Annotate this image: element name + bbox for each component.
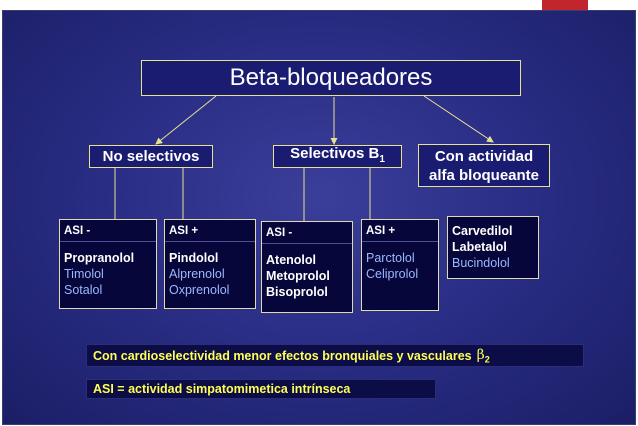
page-title: Beta-bloqueadores [229,64,433,91]
category-selectivos-label: Selectivos B [290,145,380,162]
divider [262,243,352,244]
category-selectivos-subscript: 1 [379,154,385,165]
arrow-to-alfa [423,95,494,143]
drug-item: Metoprolol [266,269,330,283]
drug-item: Propranolol [64,251,135,265]
category-no-selectivos: No selectivos [89,145,213,168]
drug-item: Oxprenolol [169,283,230,297]
cardioselectivity-text: Con cardioselectividad menor efectos bro… [93,348,472,363]
title-box: Beta-bloqueadores [141,60,521,96]
group-selectivos-asi-minus: ASI - Atenolol Metoprolol Bisoprolol [261,221,353,313]
drug-item: Pindolol [169,251,219,265]
drug-item: Sotalol [64,283,103,297]
category-alfa-line1: Con actividad [434,147,534,165]
drug-item: Labetalol [452,240,507,254]
drug-item: Timolol [64,267,104,281]
category-alfa-line2: alfa bloqueante [428,166,540,184]
group-no-selectivos-asi-minus: ASI - Propranolol Timolol Sotalol [59,219,157,309]
group-alfa-bloqueante: Carvedilol Labetalol Bucindolol [447,216,539,279]
beta-symbol: β [476,346,485,363]
divider [362,241,438,242]
cardioselectivity-note: Con cardioselectividad menor efectos bro… [86,344,584,367]
drug-item: Parctolol [366,251,415,265]
category-selectivos: Selectivos B1 [273,145,402,168]
drug-item: Atenolol [266,253,316,267]
slide: Beta-bloqueadores No selectivos Selectiv… [3,11,635,424]
drug-item: Alprenolol [169,267,225,281]
category-no-selectivos-label: No selectivos [102,148,200,165]
asi-definition-text: ASI = actividad simpatomimetica intrínse… [93,382,351,396]
top-band [0,0,638,11]
group-selectivos-asi-plus: ASI + Parctolol Celiprolol [361,219,439,311]
drug-item: Bisoprolol [266,285,328,299]
drug-item: Carvedilol [452,224,513,238]
group-no-selectivos-asi-plus: ASI + Pindolol Alprenolol Oxprenolol [164,219,256,309]
accent-bar [542,0,588,11]
beta-subscript: 2 [484,354,490,365]
connectors [114,95,494,221]
category-alfa-bloqueante: Con actividad alfa bloqueante [418,144,550,187]
drug-item: Celiprolol [366,267,419,281]
drug-item: Bucindolol [452,256,510,270]
asi-definition-note: ASI = actividad simpatomimetica intrínse… [86,379,436,399]
group-header: ASI + [169,225,199,237]
divider [60,241,156,242]
group-header: ASI - [266,227,293,239]
arrow-to-no-selectivos [155,95,217,145]
divider [165,241,255,242]
group-header: ASI - [64,225,91,237]
group-header: ASI + [366,225,396,237]
